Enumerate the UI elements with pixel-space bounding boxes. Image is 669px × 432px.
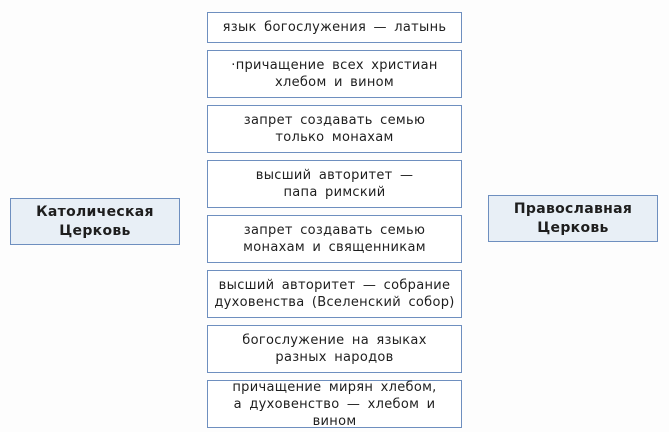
catholic-line2: Церковь (59, 222, 131, 239)
orthodox-line2: Церковь (537, 219, 609, 236)
feature-box: запрет создавать семью монахам и священни… (207, 215, 462, 263)
catholic-line1: Католическая (36, 203, 154, 220)
feature-text: высший авторитет — собрание (218, 278, 451, 293)
feature-text: запрет создавать семью (243, 223, 426, 238)
feature-text: папа римский (283, 185, 386, 200)
feature-box: ·причащение всех христиан хлебом и вином (207, 50, 462, 98)
feature-text: высший авторитет — (255, 168, 414, 183)
feature-text: богослужение на языках (242, 333, 427, 348)
feature-text: монахам и священникам (243, 240, 426, 255)
feature-box: язык богослужения — латынь (207, 12, 462, 43)
feature-text: хлебом и вином (274, 75, 395, 90)
feature-box: причащение мирян хлебом,а духовенство — … (207, 379, 462, 429)
feature-text: только монахам (275, 130, 394, 145)
feature-box: высший авторитет — собрание духовенства (… (207, 270, 462, 318)
feature-box: запрет создавать семью только монахам (207, 105, 462, 153)
feature-text: разных народов (275, 350, 394, 365)
feature-text: духовенства (Вселенский собор) (214, 295, 455, 310)
feature-text: язык богослужения — латынь (222, 20, 447, 35)
feature-text: запрет создавать семью (243, 113, 426, 128)
feature-text: а духовенство — хлебом и вином (233, 396, 436, 429)
orthodox-line1: Православная (513, 200, 633, 217)
feature-box: высший авторитет — папа римский (207, 160, 462, 208)
feature-text: причащение мирян хлебом, (232, 379, 437, 395)
feature-box: богослужение на языках разных народов (207, 325, 462, 373)
feature-text: ·причащение всех христиан (231, 58, 438, 73)
